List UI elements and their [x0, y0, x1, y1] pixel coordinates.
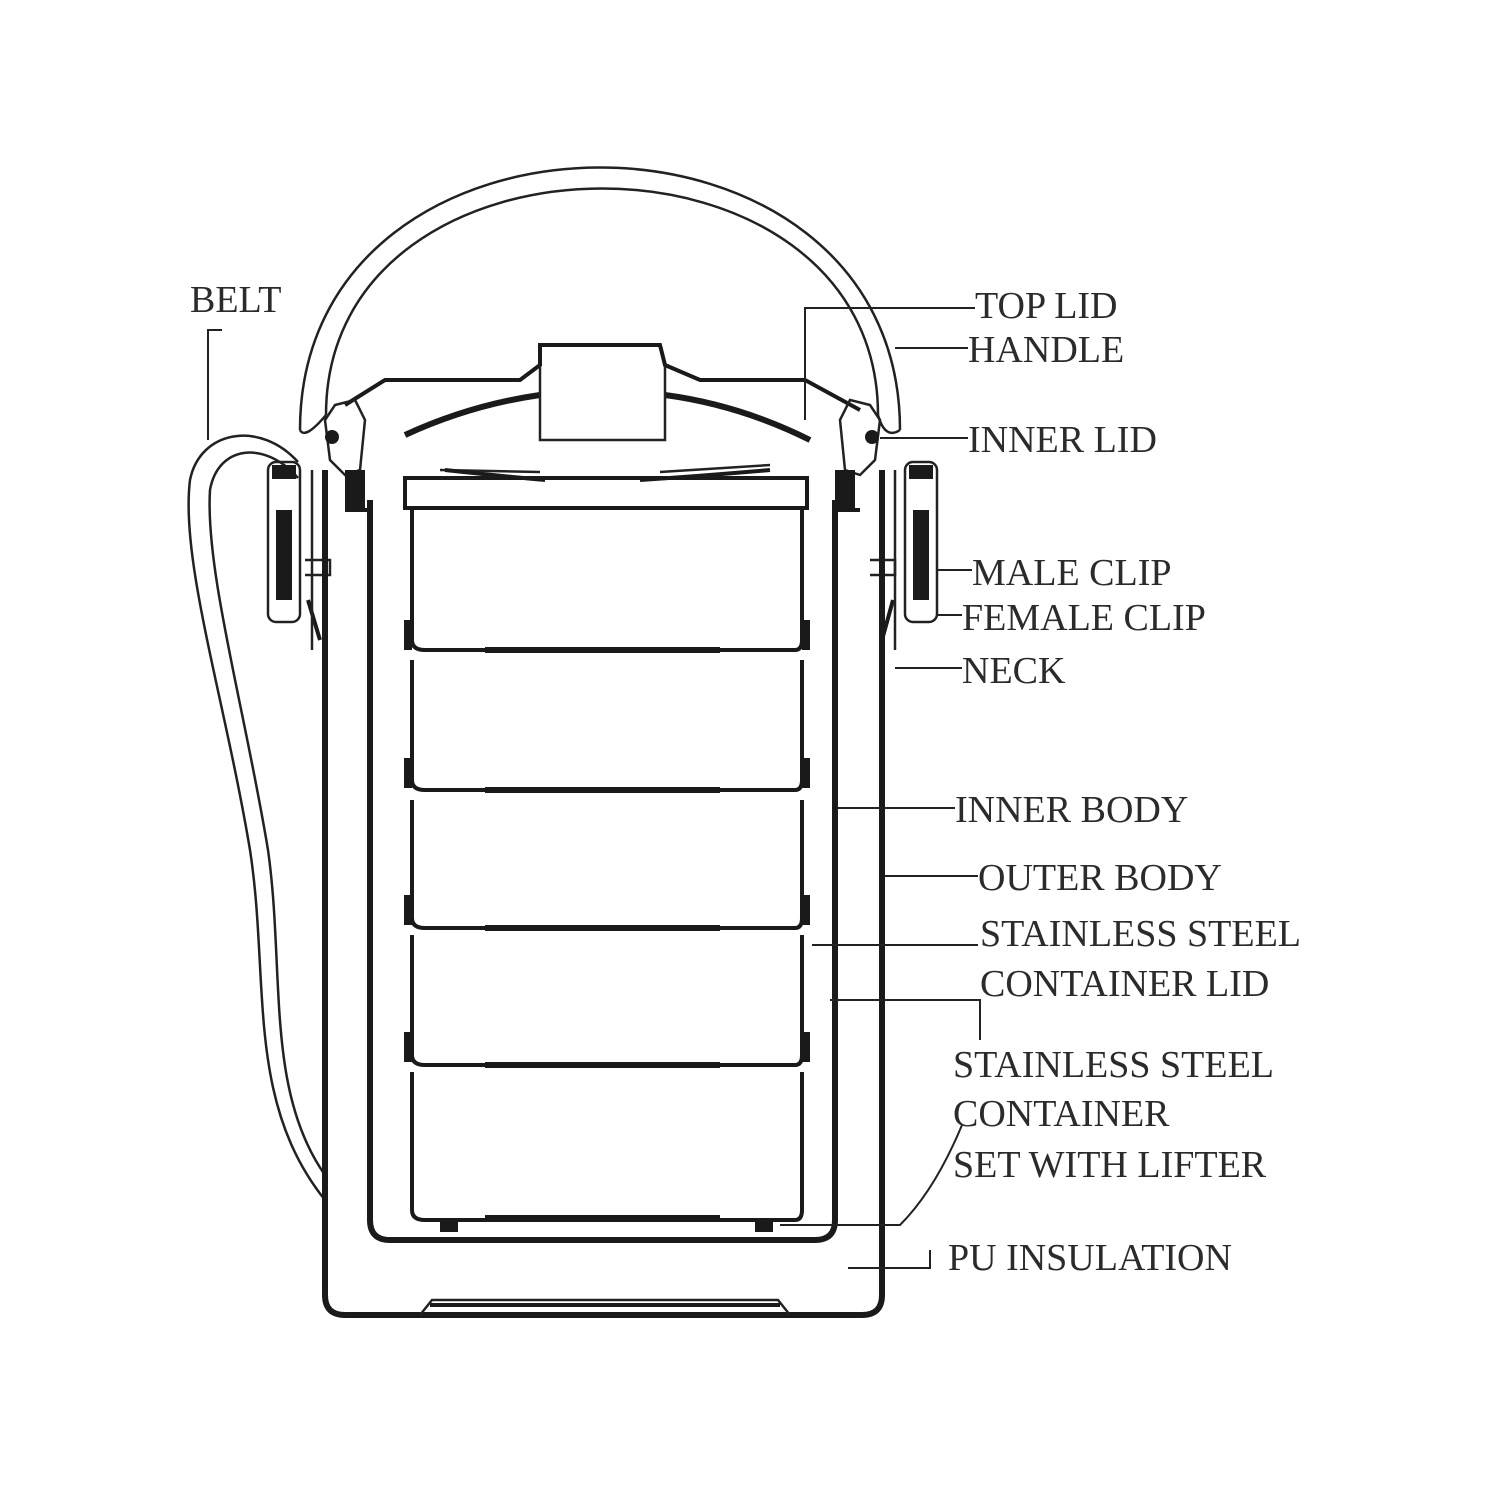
label-top-lid: TOP LID [975, 285, 1118, 327]
label-inner-lid: INNER LID [968, 419, 1157, 461]
leader-lines [207, 307, 981, 1269]
handle-drawing [298, 166, 902, 435]
label-pu-insulation: PU INSULATION [948, 1237, 1232, 1279]
label-container-set-line1: STAINLESS STEEL [953, 1044, 1274, 1086]
label-container-set-line2: CONTAINER [953, 1093, 1170, 1135]
label-container-set-line3: SET WITH LIFTER [953, 1144, 1267, 1186]
outer-body-drawing [310, 470, 897, 1318]
label-male-clip: MALE CLIP [972, 552, 1172, 594]
label-female-clip: FEMALE CLIP [962, 597, 1206, 639]
inner-lid-drawing [323, 398, 882, 510]
label-container-lid-line2: CONTAINER LID [980, 963, 1269, 1005]
top-lid-drawing [343, 343, 861, 482]
label-belt: BELT [190, 279, 282, 321]
label-neck: NECK [962, 650, 1066, 692]
belt-drawing [187, 434, 327, 1201]
label-inner-body: INNER BODY [955, 789, 1188, 831]
container-stack-drawing [403, 476, 810, 1232]
label-handle: HANDLE [968, 329, 1124, 371]
label-outer-body: OUTER BODY [978, 857, 1222, 899]
inner-body-drawing [345, 500, 860, 1243]
label-container-lid-line1: STAINLESS STEEL [980, 913, 1301, 955]
